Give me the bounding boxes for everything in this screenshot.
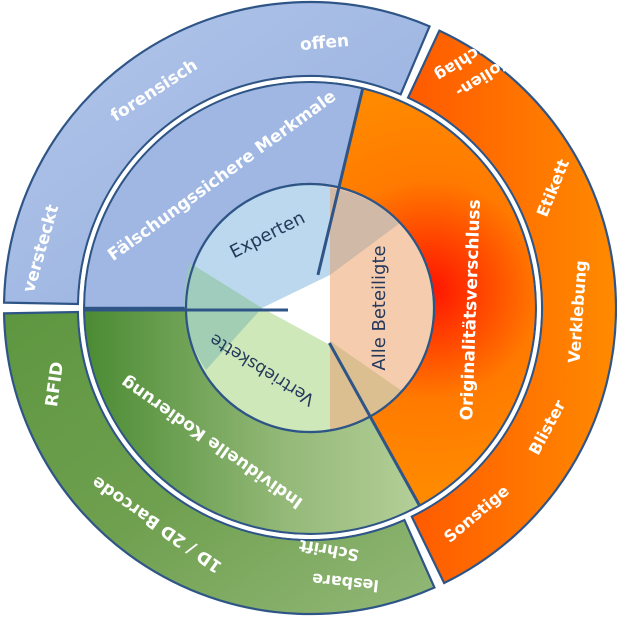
inner-segment-experten <box>186 183 369 308</box>
label-offen: offen <box>299 31 350 55</box>
overlap-wedge-bottom <box>330 341 402 430</box>
divider-bottom <box>328 342 421 507</box>
outer-segment-green <box>2 310 436 616</box>
outer-segment-orange <box>406 29 617 585</box>
overlap-wedge-left <box>184 263 262 370</box>
center-triangle <box>262 275 330 345</box>
overlap-wedge-top <box>330 188 400 275</box>
divider-top <box>316 87 365 276</box>
outer-segment-blue <box>2 0 432 306</box>
ring-gap <box>79 77 541 539</box>
inner-circle-outline <box>184 182 436 434</box>
label-alle-beteiligte: Alle Beteiligte <box>369 245 390 370</box>
